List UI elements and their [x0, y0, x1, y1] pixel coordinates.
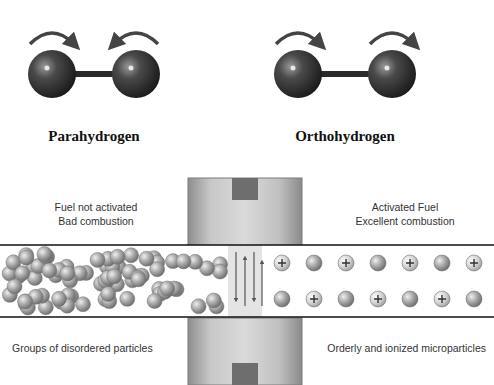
- field-arrow: [261, 262, 262, 306]
- fuel-particle: [131, 272, 146, 287]
- state-note: Activated Fuel: [372, 201, 439, 213]
- ionized-particle: [370, 255, 386, 271]
- fuel-particle: [120, 291, 135, 306]
- ionized-particle: [306, 291, 322, 307]
- particles: [2, 247, 482, 315]
- ionized-particle: [338, 291, 354, 307]
- state-note: Bad combustion: [58, 215, 133, 227]
- state-note: Fuel not activated: [55, 201, 138, 213]
- fuel-particle: [107, 269, 122, 284]
- highlight: [129, 66, 134, 71]
- highlight: [291, 66, 296, 71]
- fuel-particle: [139, 251, 154, 266]
- particle-caption: Groups of disordered particles: [12, 342, 153, 354]
- fuel-particle: [176, 254, 191, 269]
- fuel-particle: [206, 293, 221, 308]
- ionized-particle: [402, 291, 418, 307]
- fuel-particle: [37, 247, 52, 262]
- ionized-particle: [306, 255, 322, 271]
- fuel-particle: [75, 297, 90, 312]
- highlight: [45, 66, 50, 71]
- ionized-particle: [466, 255, 482, 271]
- spin-arrow: [30, 33, 74, 44]
- plus-sign: [278, 259, 286, 267]
- fuel-particle: [160, 281, 175, 296]
- ionized-particle: [402, 255, 418, 271]
- atom: [112, 50, 160, 98]
- atom: [28, 50, 76, 98]
- fuel-particle: [15, 266, 30, 281]
- field-arrow: [253, 252, 254, 300]
- field-arrows: [236, 252, 262, 306]
- atom: [368, 50, 416, 98]
- particle-caption: Orderly and ionized microparticles: [327, 342, 486, 354]
- molecule-name: Parahydrogen: [48, 128, 139, 145]
- ionized-particle: [338, 255, 354, 271]
- ionized-particle: [434, 255, 450, 271]
- field-arrow: [244, 258, 245, 306]
- plus-sign: [438, 295, 446, 303]
- fuel-particle: [213, 264, 228, 279]
- fuel-particle: [110, 249, 125, 264]
- fuel-pipe: [0, 245, 494, 317]
- ionized-particle: [274, 291, 290, 307]
- hydrogen-molecule: [274, 33, 416, 98]
- ionized-particle: [434, 291, 450, 307]
- fuel-particle: [42, 263, 57, 278]
- molecules: [28, 33, 416, 98]
- ionized-particle: [274, 255, 290, 271]
- field-arrow: [235, 252, 236, 300]
- fuel-particle: [18, 294, 33, 309]
- atom: [274, 50, 322, 98]
- fuel-particle: [60, 266, 75, 281]
- hydrogen-molecule: [28, 33, 160, 98]
- spin-arrow: [114, 33, 158, 44]
- fuel-particle: [191, 299, 206, 314]
- plus-sign: [342, 259, 350, 267]
- ionized-particle: [370, 291, 386, 307]
- plus-sign: [470, 259, 478, 267]
- spin-arrow: [276, 33, 320, 44]
- spin-arrow: [370, 33, 414, 44]
- fuel-particle: [18, 294, 33, 309]
- fuel-particle: [101, 286, 116, 301]
- fuel-particle: [52, 291, 67, 306]
- highlight: [385, 66, 390, 71]
- fuel-particle: [124, 248, 139, 263]
- fuel-particle: [19, 250, 34, 265]
- molecule-name: Orthohydrogen: [295, 128, 395, 145]
- fuel-particle: [7, 279, 22, 294]
- fuel-particle: [147, 293, 162, 308]
- plus-sign: [406, 259, 414, 267]
- fuel-particle: [90, 252, 105, 267]
- ionized-particle: [466, 291, 482, 307]
- state-note: Excellent combustion: [355, 215, 454, 227]
- plus-sign: [310, 295, 318, 303]
- plus-sign: [374, 295, 382, 303]
